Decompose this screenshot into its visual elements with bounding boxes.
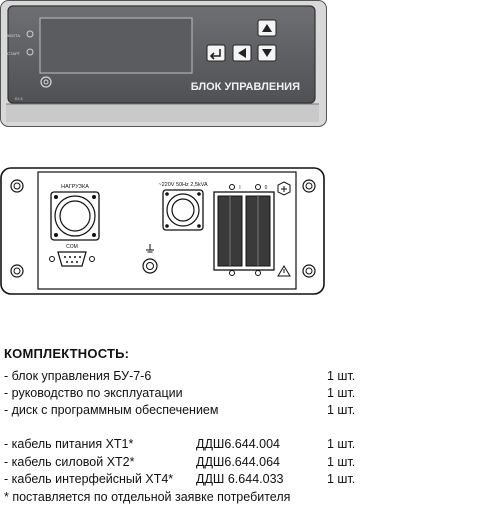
led-label-work: РАБОТА bbox=[4, 33, 20, 38]
item-code: ДДШ 6.644.033 bbox=[196, 472, 284, 486]
item-name: - диск с программным обеспечением bbox=[4, 403, 219, 417]
item-code: ДДШ6.644.064 bbox=[196, 455, 280, 469]
com-label: COM bbox=[66, 244, 78, 250]
footnote: * поставляется по отдельной заявке потре… bbox=[4, 490, 291, 504]
item-qty: 1 шт. bbox=[327, 369, 356, 383]
switch-label-on: I bbox=[239, 185, 240, 191]
power-switch[interactable] bbox=[213, 184, 275, 276]
item-name: - руководство по эксплуатации bbox=[4, 386, 183, 400]
warning-triangle-icon bbox=[277, 265, 291, 277]
button-left[interactable] bbox=[232, 44, 252, 62]
screw-icon bbox=[10, 179, 316, 278]
item-name: - кабель питания ХТ1* bbox=[4, 437, 134, 451]
enter-icon bbox=[209, 49, 221, 60]
item-name: - кабель интерфейсный ХТ4* bbox=[4, 472, 174, 486]
arrow-down-icon bbox=[262, 49, 272, 57]
item-qty: 1 шт. bbox=[327, 403, 356, 417]
switch-label-off: 0 bbox=[265, 185, 268, 191]
arrow-up-icon bbox=[262, 24, 272, 32]
arrow-left-icon bbox=[238, 48, 246, 58]
button-up[interactable] bbox=[257, 19, 277, 37]
button-enter[interactable] bbox=[206, 44, 226, 62]
item-qty: 1 шт. bbox=[327, 437, 356, 451]
led-label-start: СТАРТ bbox=[7, 51, 20, 56]
led-work-icon bbox=[26, 30, 34, 38]
corner-label: БУ-6 bbox=[15, 97, 23, 101]
front-panel-title: БЛОК УПРАВЛЕНИЯ bbox=[191, 81, 300, 93]
item-name: - кабель силовой ХТ2* bbox=[4, 455, 135, 469]
item-name: - блок управления БУ-7-6 bbox=[4, 369, 152, 383]
certification-mark-icon bbox=[277, 181, 291, 196]
load-label: НАГРУЗКА bbox=[61, 184, 89, 190]
com-connector bbox=[49, 251, 95, 267]
led-start-icon bbox=[26, 48, 34, 56]
item-code: ДДШ6.644.004 bbox=[196, 437, 280, 451]
item-qty: 1 шт. bbox=[327, 472, 356, 486]
power-label: ~220V 50Hz 2,5kVA bbox=[158, 182, 208, 188]
display-window bbox=[39, 17, 193, 74]
completeness-heading: КОМПЛЕКТНОСТЬ: bbox=[4, 346, 130, 361]
item-qty: 1 шт. bbox=[327, 386, 356, 400]
rear-panel: НАГРУЗКА ~220V 50Hz 2,5kVA COM bbox=[0, 167, 325, 295]
ground-terminal-icon bbox=[142, 244, 158, 274]
load-connector bbox=[50, 191, 100, 241]
front-panel: БЛОК УПРАВЛЕНИЯ РАБОТА СТАРТ БУ-6 bbox=[0, 0, 327, 127]
item-qty: 1 шт. bbox=[327, 455, 356, 469]
button-down[interactable] bbox=[257, 44, 277, 62]
power-connector bbox=[162, 189, 204, 231]
power-symbol-icon bbox=[40, 76, 52, 88]
